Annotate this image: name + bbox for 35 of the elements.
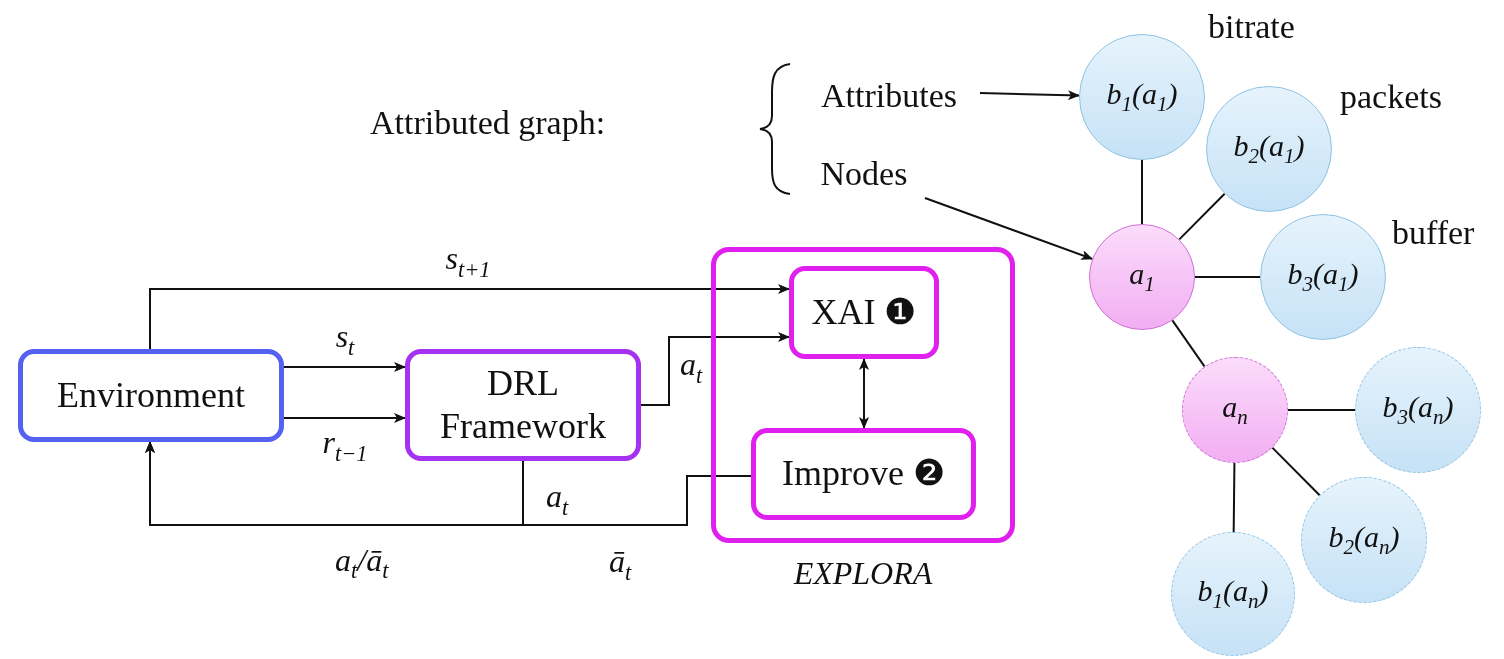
connector-line — [1141, 159, 1143, 225]
attribute-circle: b$_{1}$(a$_{1}$) — [1079, 34, 1205, 160]
variable-label: a$_{t}$/ā$_{t}$ — [335, 542, 389, 585]
connector-line — [1178, 192, 1226, 241]
graph-node-circle: a$_{n}$ — [1182, 357, 1288, 463]
graph-caption: Attributed graph: — [370, 104, 606, 142]
attribute-circle: b$_{2}$(a$_{1}$) — [1206, 86, 1332, 212]
connector-line — [1232, 462, 1236, 533]
attribute-circle: b$_{2}$(a$_{n}$) — [1301, 477, 1427, 603]
attribute-circle: b$_{1}$(a$_{n}$) — [1171, 532, 1295, 656]
arrow — [859, 358, 869, 429]
category-label: Attributes — [798, 72, 980, 120]
category-label: Nodes — [803, 150, 925, 198]
connector-line — [1287, 409, 1356, 411]
attribute-name: bitrate — [1208, 8, 1295, 46]
arrow — [640, 332, 790, 406]
connector-line — [1194, 276, 1261, 278]
connector-line — [1271, 446, 1321, 497]
arrow — [979, 90, 1080, 101]
group-title: EXPLORA — [793, 553, 933, 592]
arrow — [149, 284, 790, 350]
process-box: DRL Framework — [405, 349, 641, 461]
attribute-circle: b$_{3}$(a$_{n}$) — [1355, 347, 1481, 473]
arrow — [924, 197, 1094, 260]
attribute-name: packets — [1340, 78, 1442, 116]
attribute-circle: b$_{3}$(a$_{1}$) — [1260, 214, 1386, 340]
arrow — [145, 441, 752, 526]
arrow — [283, 362, 406, 372]
process-box: XAI ❶ — [789, 266, 939, 359]
attribute-name: buffer — [1392, 214, 1475, 252]
process-box: Improve ❷ — [751, 428, 976, 520]
process-box: Environment — [18, 349, 284, 442]
arrow — [283, 413, 406, 423]
graph-node-circle: a$_{1}$ — [1089, 224, 1195, 330]
connector-line — [1171, 319, 1206, 368]
